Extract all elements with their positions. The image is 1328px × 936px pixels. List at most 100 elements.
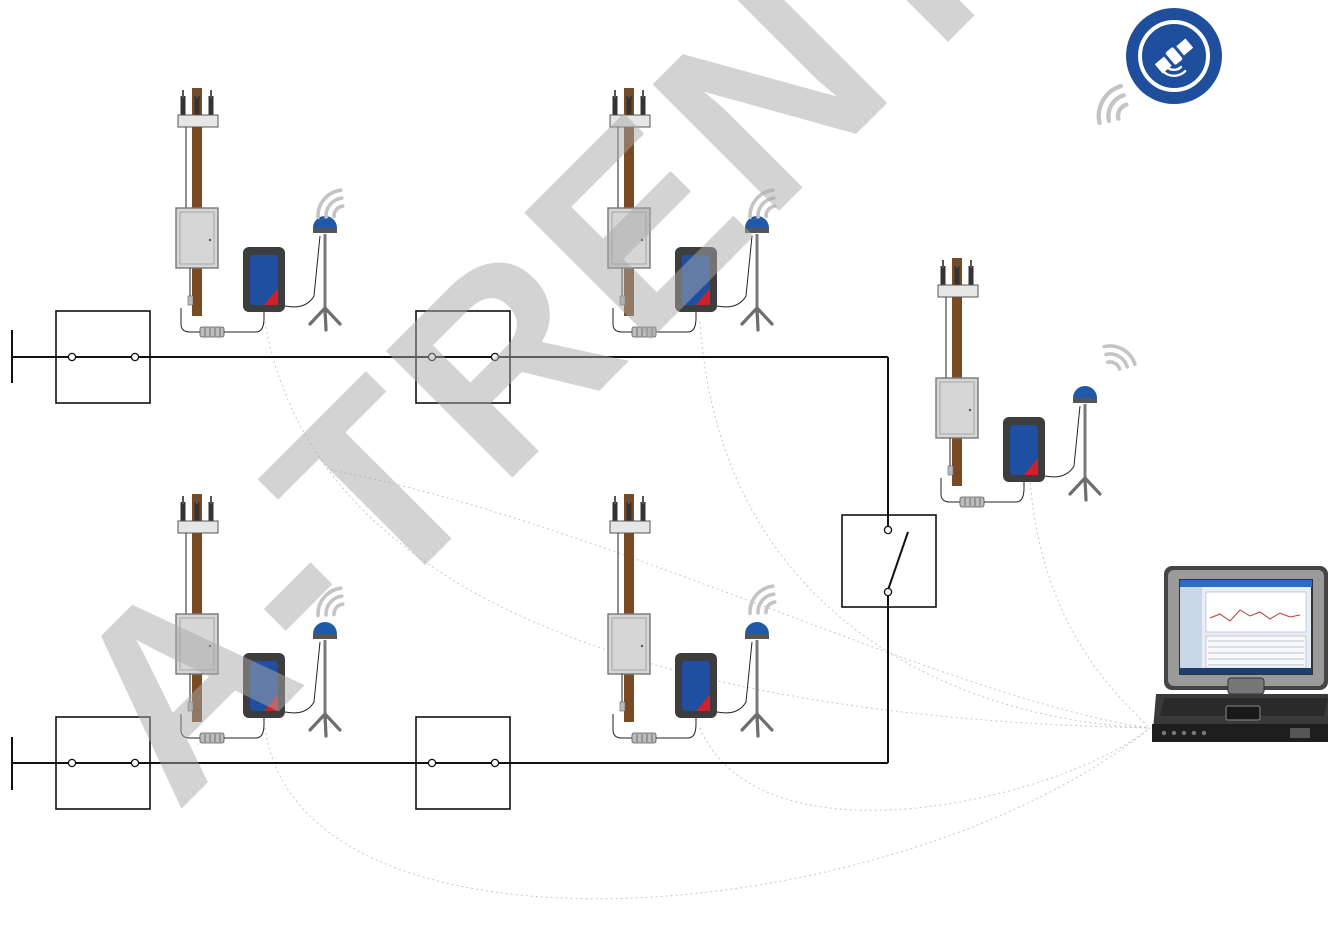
cabinet-door — [179, 211, 215, 265]
cabinet-icon — [607, 613, 651, 675]
switch-box — [415, 310, 511, 404]
measurement-site — [607, 88, 774, 338]
utility-pole-icon — [624, 494, 634, 722]
insulator-icon — [208, 502, 214, 522]
cabinet-handle — [968, 408, 972, 412]
switch-terminal — [490, 352, 500, 362]
sensor-cable — [656, 718, 697, 739]
recorder-accent — [696, 694, 710, 711]
insulator-tip — [196, 496, 198, 504]
insulator-tip — [970, 260, 972, 268]
sensor-cable — [984, 482, 1025, 503]
measurement-site — [175, 88, 342, 338]
watermark-text: A-TRENT — [11, 0, 1062, 853]
laptop-hinge — [1227, 677, 1265, 695]
wave-arc — [756, 196, 776, 219]
satellite-icon — [1126, 8, 1222, 104]
insulator-icon — [940, 266, 946, 286]
laptop-front — [1152, 724, 1328, 742]
cabinet-handle — [640, 644, 644, 648]
cabinet-handle — [208, 644, 212, 648]
insulator-tip — [614, 496, 616, 504]
recorder-screen — [682, 255, 710, 305]
recorder-accent — [1024, 458, 1038, 475]
antenna-cable — [284, 641, 321, 714]
insulator-tip — [628, 496, 630, 504]
satellite-wave — [1165, 65, 1183, 72]
switch-terminal — [883, 587, 893, 597]
wave-arc — [1096, 84, 1124, 126]
insulator-icon — [612, 502, 618, 522]
antenna-cable — [1044, 405, 1081, 478]
cross-arm — [177, 114, 219, 128]
switch-box — [55, 310, 151, 404]
utility-pole-icon — [192, 88, 202, 316]
recorder-screen — [250, 661, 278, 711]
screen-trace — [1209, 609, 1301, 622]
cabinet-icon — [175, 613, 219, 675]
satellite-ring — [1138, 20, 1210, 92]
gps-antenna-icon — [313, 622, 337, 634]
wireless-link — [264, 727, 1151, 900]
cable-connector-icon — [959, 496, 985, 508]
screen-panel — [1205, 591, 1307, 633]
wireless-link — [699, 727, 1151, 811]
wave-arc — [748, 188, 775, 220]
recorder-screen — [250, 255, 278, 305]
utility-pole-icon — [624, 88, 634, 316]
insulator-icon — [194, 96, 200, 116]
screen-sidebar — [1180, 587, 1202, 674]
cabinet-icon — [175, 207, 219, 269]
satellite-wave — [1161, 70, 1187, 77]
gps-antenna-icon — [745, 216, 769, 228]
insulator-tip — [210, 496, 212, 504]
wave-arc — [1115, 102, 1129, 121]
insulator-icon — [954, 266, 960, 286]
cabinet-handle — [640, 238, 644, 242]
antenna-tripod — [740, 306, 774, 332]
laptop-touchpad — [1225, 705, 1261, 721]
insulator-tip — [614, 90, 616, 98]
switch-terminal — [130, 758, 140, 768]
sensor-cable — [224, 312, 265, 333]
solar-panel — [1154, 56, 1172, 74]
insulator-tip — [642, 90, 644, 98]
insulator-tip — [210, 90, 212, 98]
measurement-site — [935, 258, 1102, 508]
screen-titlebar — [1180, 580, 1312, 587]
wave-arc — [316, 188, 343, 220]
insulator-tip — [642, 496, 644, 504]
signal-waves-icon — [748, 584, 777, 616]
signal-waves-icon — [1096, 84, 1129, 126]
insulator-tip — [628, 90, 630, 98]
cabinet-door — [179, 617, 215, 671]
antenna-base — [313, 228, 337, 233]
recorder-accent — [264, 288, 278, 305]
cross-arm — [609, 114, 651, 128]
insulator-icon — [180, 96, 186, 116]
gps-antenna-icon — [745, 622, 769, 634]
antenna-tripod — [308, 306, 342, 332]
wave-arc — [1104, 352, 1130, 369]
antenna-tripod — [740, 712, 774, 738]
wave-arc — [324, 196, 344, 219]
junction-box — [187, 295, 194, 306]
measurement-site — [175, 494, 342, 744]
antenna-cable — [716, 641, 753, 714]
cabinet-door — [611, 211, 647, 265]
insulator-tip — [956, 260, 958, 268]
antenna-cable — [284, 235, 321, 308]
wave-arc — [748, 584, 775, 616]
extras — [316, 8, 1328, 742]
signal-waves-icon — [1102, 344, 1137, 371]
insulator-icon — [640, 96, 646, 116]
antenna-base — [745, 634, 769, 639]
sensor-cable — [940, 478, 960, 503]
insulator-tip — [942, 260, 944, 268]
cross-arm — [937, 284, 979, 298]
wave-arc — [316, 586, 343, 618]
laptop-button — [1191, 730, 1197, 736]
wireless-link — [699, 321, 1151, 729]
